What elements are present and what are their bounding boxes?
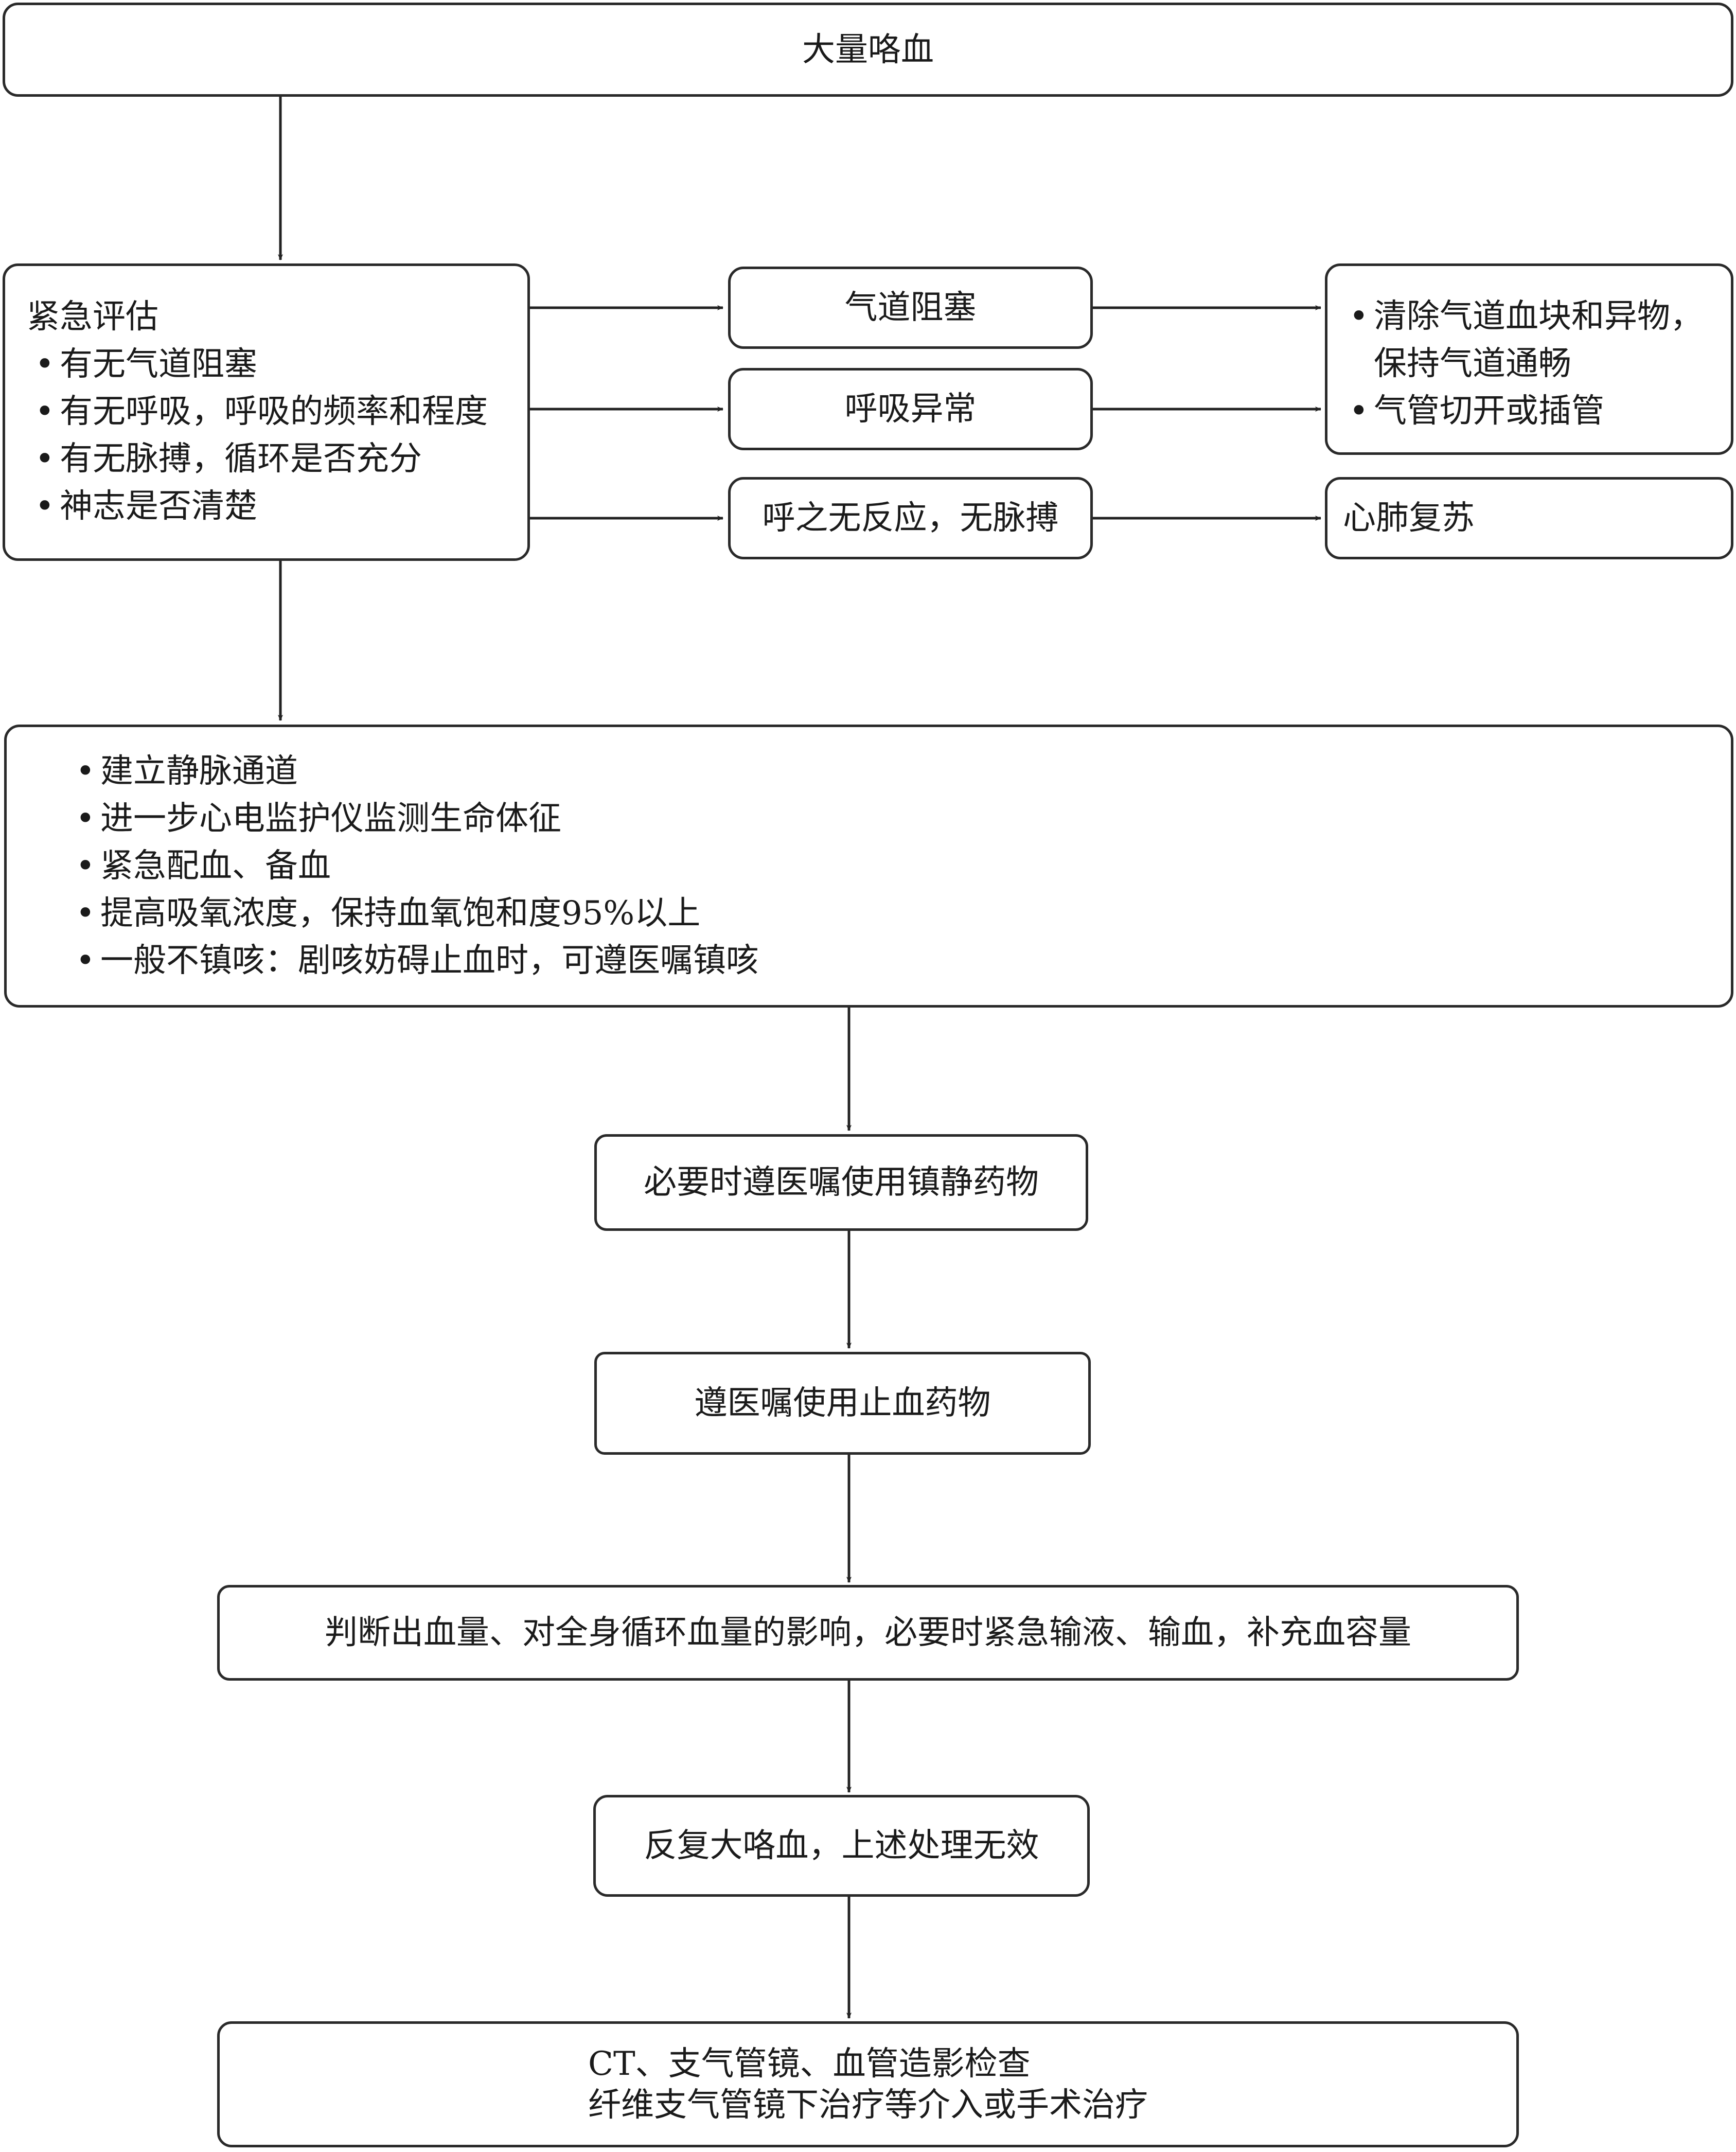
airway-actions-node: 清除气道血块和异物， 保持气道通畅 气管切开或插管 — [1325, 263, 1733, 455]
list-item: 有无气道阻塞 — [27, 341, 527, 388]
emergency-assessment-title: 紧急评估 — [27, 298, 158, 336]
list-item-continuation: 保持气道通畅 — [1374, 345, 1571, 383]
list-item: 气管切开或插管 — [1341, 387, 1731, 435]
airway-actions-list: 清除气道血块和异物， 保持气道通畅 气管切开或插管 — [1341, 293, 1731, 435]
list-item: 进一步心电监护仪监测生命体征 — [67, 795, 1731, 842]
list-item: 提高吸氧浓度，保持血氧饱和度95%以上 — [67, 890, 1731, 937]
breathing-abnormal-node: 呼吸异常 — [728, 368, 1093, 450]
advanced-treatment-line-1: CT、支气管镜、血管造影检查 — [588, 2044, 1031, 2083]
volume-assessment-label: 判断出血量、对全身循环血量的影响，必要时紧急输液、输血，补充血容量 — [325, 1614, 1411, 1652]
emergency-assessment-list: 有无气道阻塞 有无呼吸，呼吸的频率和程度 有无脉搏，循环是否充分 神志是否清楚 — [27, 341, 527, 530]
sedation-node: 必要时遵医嘱使用镇静药物 — [594, 1134, 1088, 1231]
list-item: 有无呼吸，呼吸的频率和程度 — [27, 388, 527, 435]
initial-measures-node: 建立静脉通道 进一步心电监护仪监测生命体征 紧急配血、备血 提高吸氧浓度，保持血… — [4, 725, 1733, 1008]
advanced-treatment-node: CT、支气管镜、血管造影检查 纤维支气管镜下治疗等介入或手术治疗 — [217, 2021, 1519, 2147]
cpr-label: 心肺复苏 — [1343, 499, 1475, 537]
start-node-label: 大量咯血 — [802, 30, 934, 69]
recurrent-hemoptysis-label: 反复大咯血，上述处理无效 — [644, 1827, 1039, 1865]
advanced-treatment-text: CT、支气管镜、血管造影检查 纤维支气管镜下治疗等介入或手术治疗 — [588, 2043, 1148, 2126]
volume-assessment-node: 判断出血量、对全身循环血量的影响，必要时紧急输液、输血，补充血容量 — [217, 1585, 1519, 1681]
list-item: 有无脉搏，循环是否充分 — [27, 435, 527, 483]
recurrent-hemoptysis-node: 反复大咯血，上述处理无效 — [593, 1795, 1090, 1897]
list-item: 紧急配血、备血 — [67, 842, 1731, 890]
hemostatics-node: 遵医嘱使用止血药物 — [594, 1352, 1091, 1455]
start-node-massive-hemoptysis: 大量咯血 — [3, 3, 1733, 97]
list-item: 神志是否清楚 — [27, 483, 527, 530]
initial-measures-list: 建立静脉通道 进一步心电监护仪监测生命体征 紧急配血、备血 提高吸氧浓度，保持血… — [67, 748, 1731, 984]
advanced-treatment-line-2: 纤维支气管镜下治疗等介入或手术治疗 — [588, 2086, 1148, 2124]
airway-obstruction-label: 气道阻塞 — [844, 289, 977, 327]
list-item: 清除气道血块和异物， — [1341, 293, 1731, 340]
list-item: 一般不镇咳：剧咳妨碍止血时，可遵医嘱镇咳 — [67, 937, 1731, 984]
list-item: 建立静脉通道 — [67, 748, 1731, 795]
cpr-node: 心肺复苏 — [1325, 477, 1733, 559]
sedation-label: 必要时遵医嘱使用镇静药物 — [644, 1163, 1039, 1202]
no-response-no-pulse-node: 呼之无反应，无脉搏 — [728, 477, 1093, 559]
emergency-assessment-node: 紧急评估 有无气道阻塞 有无呼吸，呼吸的频率和程度 有无脉搏，循环是否充分 神志… — [3, 263, 530, 561]
airway-obstruction-node: 气道阻塞 — [728, 267, 1093, 349]
no-response-no-pulse-label: 呼之无反应，无脉搏 — [762, 499, 1059, 537]
breathing-abnormal-label: 呼吸异常 — [844, 390, 977, 428]
hemostatics-label: 遵医嘱使用止血药物 — [694, 1384, 991, 1422]
